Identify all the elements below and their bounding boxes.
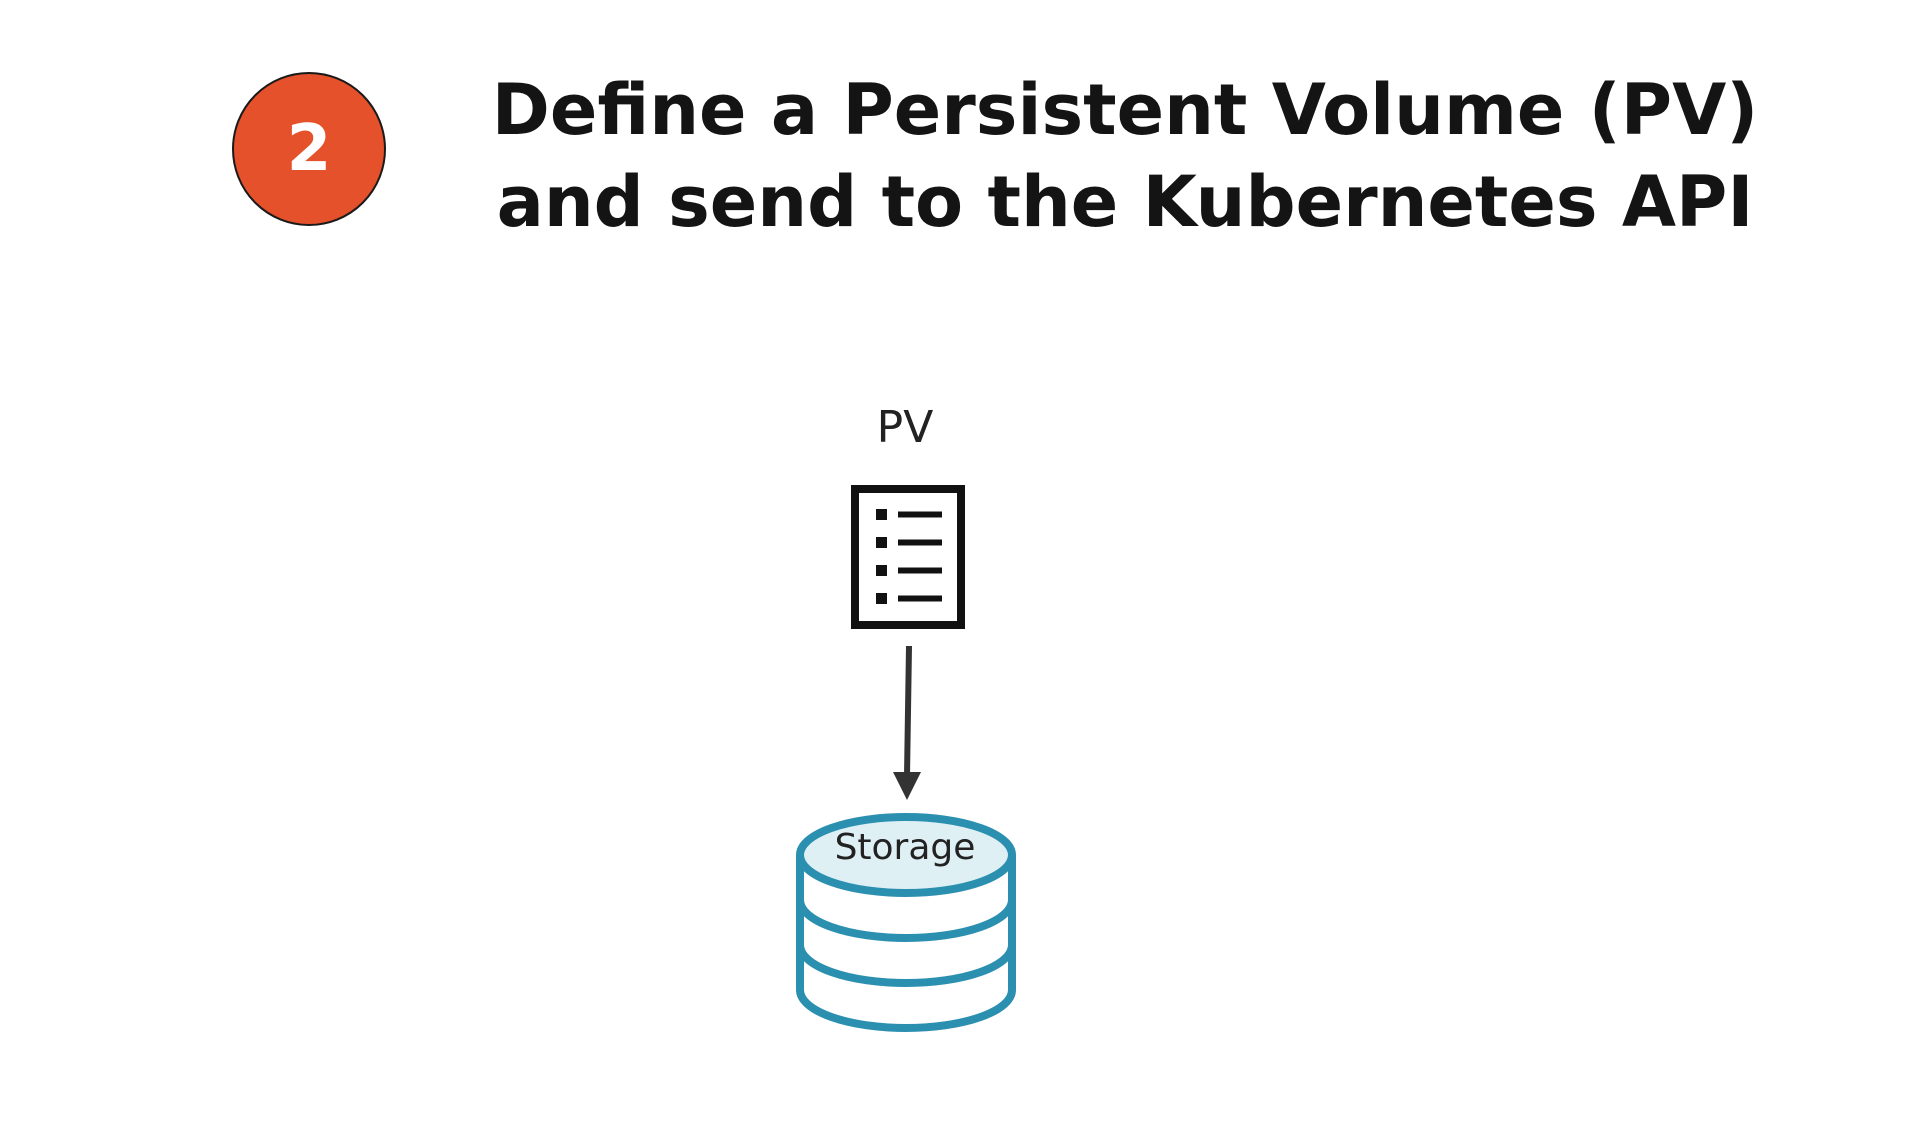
arrow-down-icon <box>893 645 921 800</box>
pv-label: PV <box>876 402 934 453</box>
database-cylinder-icon <box>796 813 1016 1032</box>
document-list-icon <box>851 485 965 629</box>
slide-title-line-2: and send to the Kubernetes API <box>496 161 1754 243</box>
step-badge: 2 <box>232 72 386 226</box>
slide-title: Define a Persistent Volume (PV) and send… <box>430 64 1820 248</box>
storage-label: Storage <box>834 827 976 868</box>
slide-title-line-1: Define a Persistent Volume (PV) <box>491 69 1759 151</box>
step-number: 2 <box>286 112 332 186</box>
